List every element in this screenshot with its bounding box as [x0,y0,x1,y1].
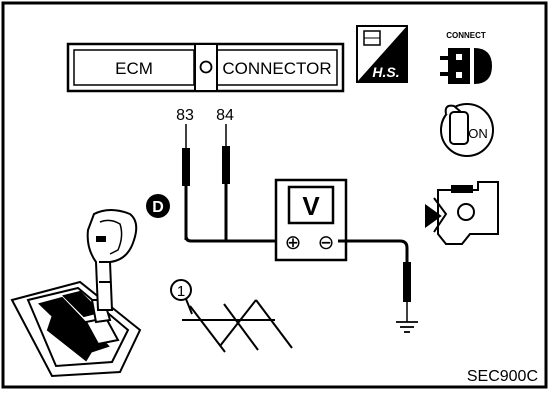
shift-lever-icon [10,209,142,378]
hs-label: H.S. [372,64,399,80]
diagram-frame [1,1,548,389]
ignition-key-icon: ON [440,103,494,157]
engine-icon [425,181,499,245]
ground-icon [396,321,418,333]
connect-icon: CONNECT [440,31,492,84]
connect-label: CONNECT [446,31,486,40]
key-on-label: ON [468,126,488,141]
connector-latch-icon [199,60,213,74]
ecm-connector-box: ECM CONNECTOR [66,42,345,93]
probe-83 [182,124,190,240]
callout-1: 1 [170,279,193,315]
pin-83-label: 83 [176,107,194,124]
ground-lead [338,239,411,322]
hs-icon: H.S. [356,25,408,83]
positive-lead-wire [184,235,282,243]
callout-number: 1 [177,283,185,300]
pin-84-label: 84 [216,107,234,124]
voltmeter-symbol: V [302,191,320,221]
gear-position-label: D [152,199,164,216]
voltmeter: V ⊕ ⊖ [274,178,348,262]
ecm-label: ECM [115,59,153,78]
hatch-lines [182,299,293,353]
figure-code: SEC900C [467,368,538,385]
probe-84 [222,124,230,240]
gear-position-badge: D [146,194,170,218]
plus-terminal-icon: ⊕ [285,232,302,254]
minus-terminal-icon: ⊖ [318,232,335,254]
connector-label: CONNECTOR [222,59,331,78]
